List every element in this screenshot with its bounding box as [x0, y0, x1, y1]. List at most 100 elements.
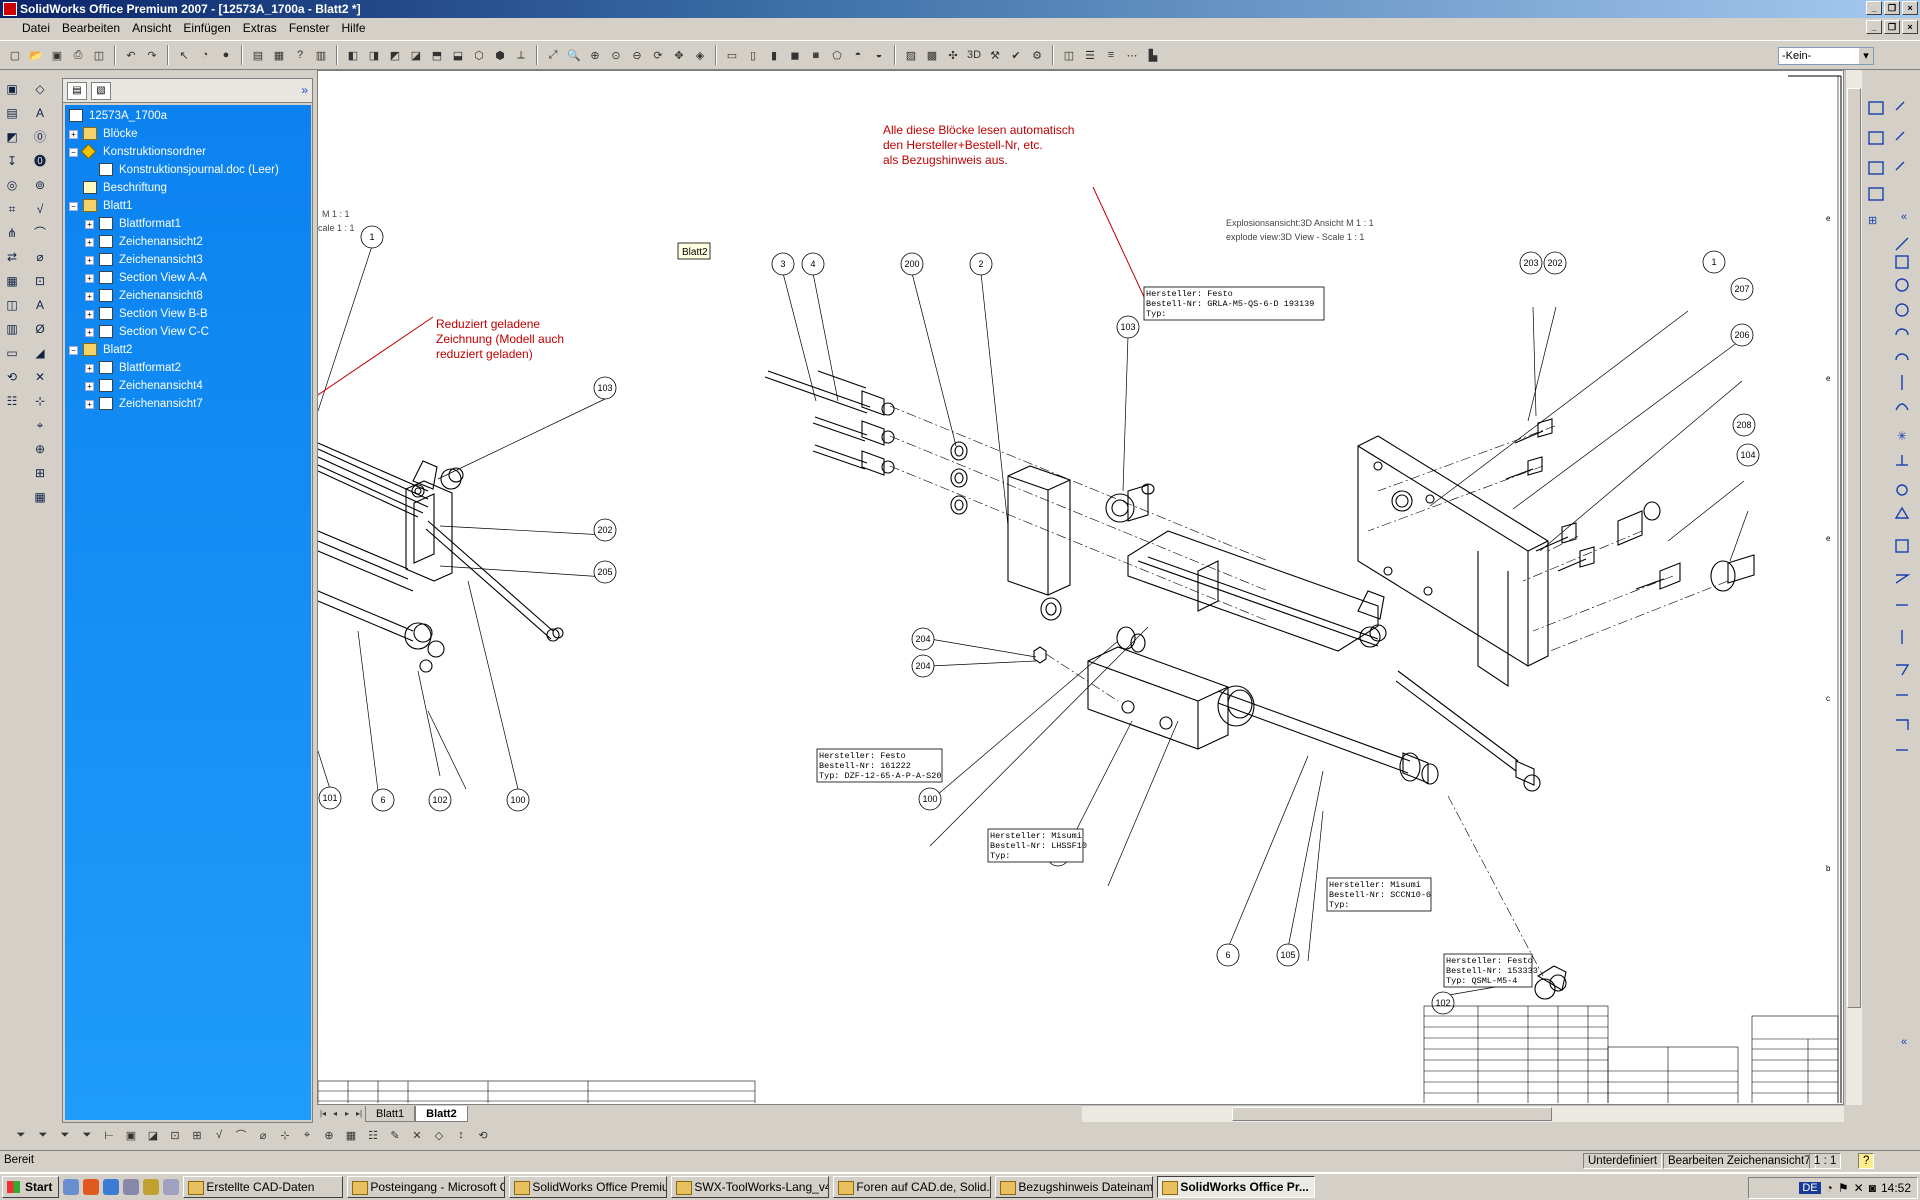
centerline-icon[interactable]: ⌖ — [36, 418, 44, 432]
view-iso-icon[interactable]: ⬡ — [474, 49, 484, 62]
filter-planes-icon[interactable]: ◇ — [434, 1129, 444, 1142]
expand-icon[interactable]: + — [85, 400, 94, 409]
property-manager-tab-icon[interactable]: ▧ — [91, 81, 111, 100]
balloon-circle[interactable] — [593, 376, 617, 400]
menu-help[interactable]: Hilfe — [341, 21, 366, 35]
tree-item[interactable]: Konstruktionsjournal.doc (Leer) — [65, 161, 311, 179]
line-weight-icon[interactable]: ≡ — [1107, 49, 1115, 61]
tray-icon-2[interactable]: ⚑ — [1837, 1181, 1849, 1195]
crop-view-icon[interactable]: ⌗ — [8, 202, 16, 216]
task-forum-cad[interactable]: Foren auf CAD.de, Solid... — [833, 1176, 992, 1198]
display-style-icon[interactable]: ◈ — [695, 49, 705, 62]
tab-blatt1[interactable]: Blatt1 — [365, 1105, 416, 1122]
expand-icon[interactable]: + — [85, 328, 94, 337]
tray-icon-4[interactable]: ◙ — [1868, 1181, 1876, 1195]
view-back-icon[interactable]: ◨ — [368, 49, 380, 62]
stacked-balloon-icon[interactable]: ⊚ — [34, 178, 46, 192]
layers-icon[interactable]: ◫ — [1063, 49, 1075, 62]
cosmetic-thread-icon[interactable]: ⊕ — [34, 442, 46, 456]
vertical-scroll-thumb[interactable] — [1847, 88, 1861, 1008]
animator-icon[interactable]: ✣ — [948, 49, 958, 62]
quicklaunch-firefox-icon[interactable] — [83, 1179, 100, 1195]
collapse-panel-icon[interactable]: » — [301, 83, 308, 97]
camera-icon[interactable]: ▩ — [926, 49, 938, 62]
model-view-icon[interactable]: ▣ — [6, 82, 18, 96]
menu-tools[interactable]: Extras — [242, 21, 277, 35]
predefined-view-icon[interactable]: ▥ — [6, 322, 18, 336]
task-swx-toolworks[interactable]: SWX-ToolWorks-Lang_v41 — [671, 1176, 830, 1198]
expand-icon[interactable]: + — [85, 256, 94, 265]
task-erstellte-cad-daten[interactable]: Erstellte CAD-Daten — [183, 1176, 344, 1198]
doc-minimize-button[interactable]: _ — [1866, 20, 1882, 34]
filter-surface-icon[interactable]: √ — [215, 1129, 223, 1141]
first-sheet-button[interactable]: |◂ — [319, 1108, 327, 1118]
select-icon[interactable]: ↖ — [179, 49, 189, 62]
area-hatch-icon[interactable]: ◢ — [35, 346, 45, 360]
shaded-edges-icon[interactable]: ◼ — [790, 49, 800, 62]
balloon-circle[interactable] — [900, 252, 924, 276]
balloon-circle[interactable] — [1736, 443, 1760, 467]
hidden-lines-icon[interactable]: ▯ — [749, 49, 757, 62]
balloon-circle[interactable] — [360, 225, 384, 249]
balloon-icon[interactable]: ⓪ — [33, 130, 46, 144]
empty-view-icon[interactable]: ▭ — [6, 346, 18, 360]
annotation-note-top[interactable]: Alle diese Blöcke lesen automatisch den … — [883, 123, 1074, 167]
left-view-assembly[interactable] — [318, 442, 564, 673]
broken-view-icon[interactable]: ⋔ — [6, 226, 18, 240]
task-outlook[interactable]: Posteingang - Microsoft O... — [347, 1176, 506, 1198]
expand-icon[interactable]: + — [85, 238, 94, 247]
filter-faces-icon[interactable]: ⏷ — [82, 1128, 92, 1141]
view-icon[interactable]: ▥ — [315, 49, 327, 62]
tree-item[interactable]: +Section View C-C — [65, 323, 311, 341]
filter-cosmetic-icon[interactable]: ⊕ — [324, 1129, 334, 1142]
task-solidworks-active[interactable]: SolidWorks Office Pr... — [1157, 1176, 1316, 1198]
balloon-circle[interactable] — [593, 518, 617, 542]
balloon-circle[interactable] — [1543, 251, 1567, 275]
line-style-icon[interactable]: ⋯ — [1126, 49, 1138, 62]
filter-centerline-icon[interactable]: ⌖ — [303, 1128, 311, 1141]
design-check-icon[interactable]: ✔ — [1011, 49, 1021, 62]
balloon-circle[interactable] — [1732, 413, 1756, 437]
tree-item[interactable]: +Blöcke — [65, 125, 311, 143]
filter-weld-icon[interactable]: ⌒ — [235, 1130, 247, 1142]
view-top-icon[interactable]: ⬒ — [431, 49, 443, 62]
balloon-circle[interactable] — [771, 252, 795, 276]
section-view-icon[interactable]: ◓ — [854, 49, 862, 61]
balloon-circle[interactable] — [1216, 943, 1240, 967]
expand-icon[interactable]: + — [85, 310, 94, 319]
filter-balloons-icon[interactable]: ◪ — [147, 1129, 159, 1142]
tree-item[interactable]: −Konstruktionsordner — [65, 143, 311, 161]
toolbox-icon[interactable]: ⚒ — [990, 49, 1000, 62]
tree-item[interactable]: +Zeichenansicht7 — [65, 395, 311, 413]
explode-view-assembly[interactable] — [764, 370, 1755, 1000]
quicklaunch-desktop-icon[interactable] — [123, 1179, 140, 1195]
view-bottom-icon[interactable]: ⬓ — [452, 49, 464, 62]
balloon-circle[interactable] — [918, 787, 942, 811]
zoom-selection-icon[interactable]: ⊙ — [611, 49, 621, 62]
quicklaunch-outlook-icon[interactable] — [143, 1179, 160, 1195]
grid-icon[interactable]: ▦ — [273, 49, 285, 62]
menu-edit[interactable]: Bearbeiten — [62, 21, 121, 35]
balloon-circle[interactable] — [1431, 991, 1455, 1015]
layer-dropdown[interactable]: -Kein- — [1778, 47, 1874, 65]
line-color-icon[interactable]: ▙ — [1148, 49, 1158, 62]
center-mark-icon[interactable]: ⊹ — [34, 394, 46, 408]
block-icon[interactable]: ✕ — [34, 370, 46, 384]
hole-callout-icon[interactable]: ⌀ — [36, 250, 44, 264]
tree-root[interactable]: 12573A_1700a — [65, 107, 311, 125]
close-button[interactable]: × — [1902, 1, 1918, 15]
hidden-removed-icon[interactable]: ▮ — [770, 49, 778, 62]
rotate-icon[interactable]: ⟳ — [653, 49, 663, 62]
quicklaunch-media-icon[interactable] — [163, 1179, 180, 1195]
bom-icon[interactable]: ☷ — [6, 394, 18, 408]
quicklaunch-ie-icon[interactable] — [103, 1179, 120, 1195]
new-icon[interactable]: ▢ — [9, 49, 21, 62]
table-icon[interactable]: ▦ — [34, 490, 46, 504]
surface-finish-icon[interactable]: √ — [36, 202, 44, 216]
filter-blocks-icon[interactable]: ▦ — [345, 1129, 357, 1142]
menu-window[interactable]: Fenster — [288, 21, 330, 35]
expand-icon[interactable]: + — [69, 130, 78, 139]
options-icon[interactable]: ▤ — [252, 49, 264, 62]
zoom-area-icon[interactable]: 🔍 — [567, 49, 581, 62]
datum-target-icon[interactable]: Ø — [35, 322, 45, 336]
